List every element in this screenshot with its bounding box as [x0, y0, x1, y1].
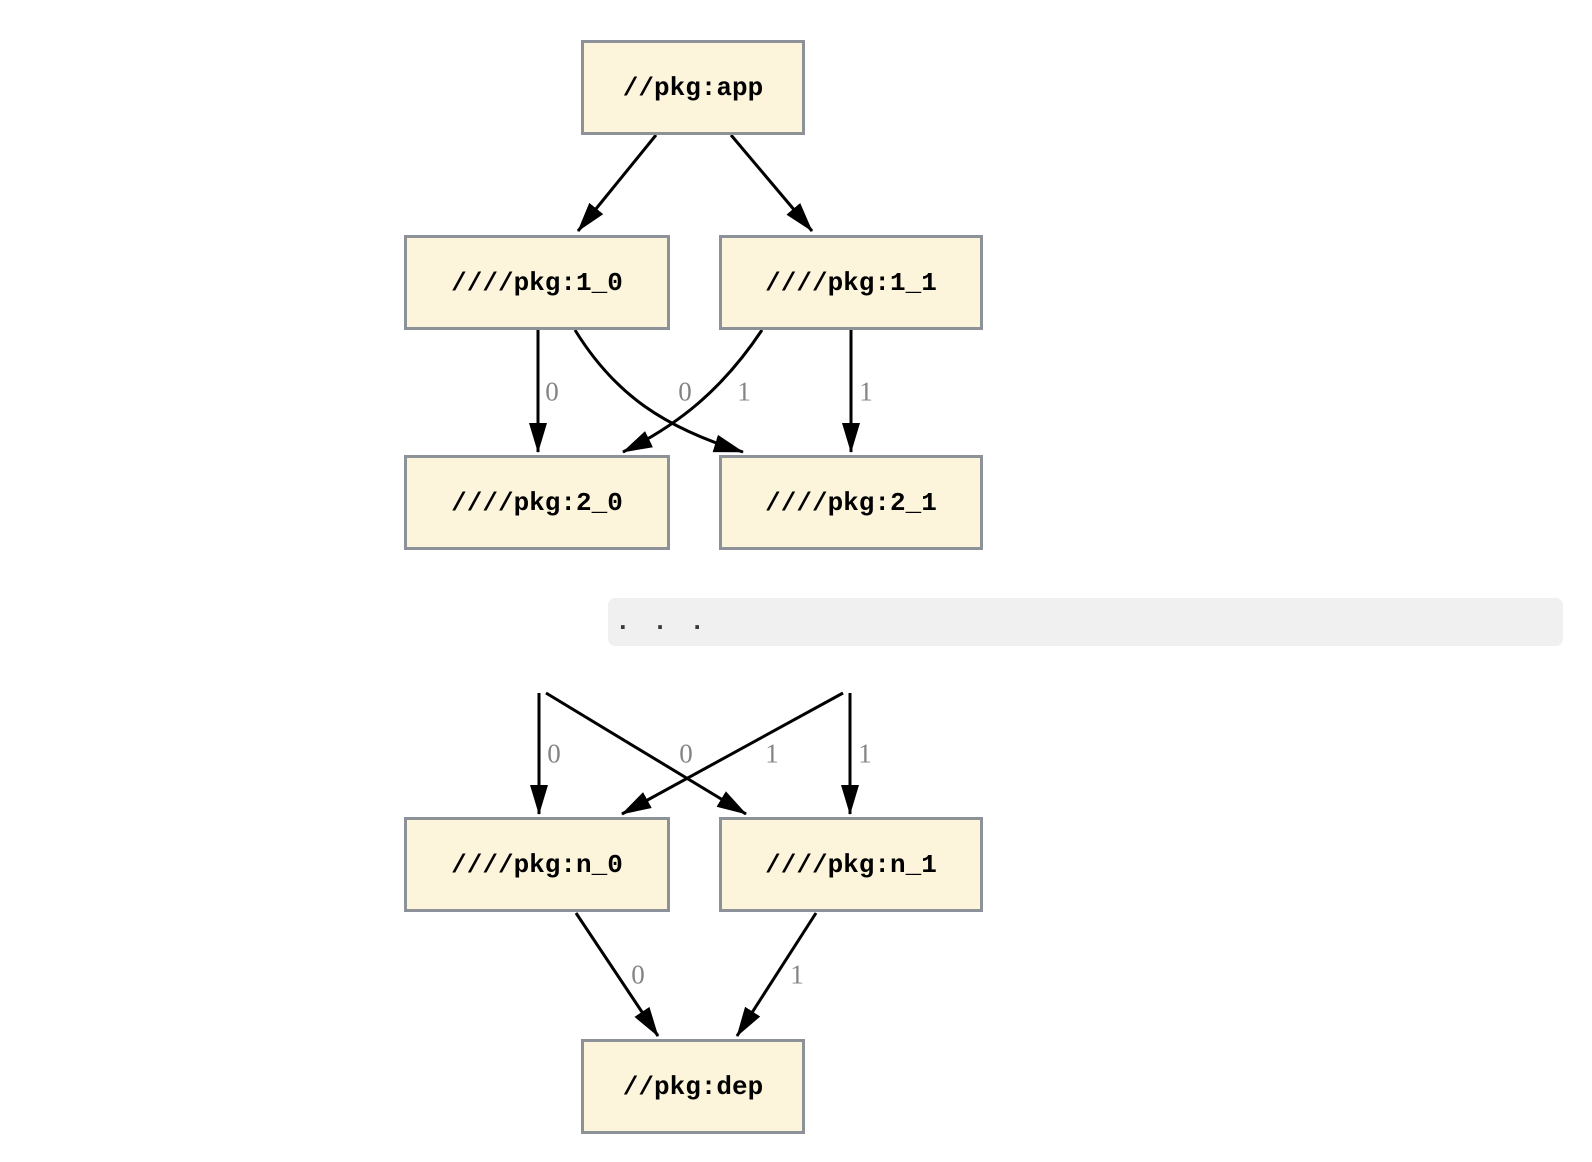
edge-label-1_1-2_1: 1	[859, 376, 873, 407]
edge-label-ellipsis-n_0-mid: 0	[679, 738, 693, 769]
edge-label-1_1-2_0: 0	[678, 376, 692, 407]
edge-label-1_0-2_1: 1	[737, 376, 751, 407]
edge-label-ellipsis-n_0-left: 0	[547, 738, 561, 769]
node-n_0: ////pkg:n_0	[404, 817, 670, 912]
edge-label-ellipsis-n_1-right: 1	[858, 738, 872, 769]
edge-1_1-to-2_0	[622, 329, 764, 454]
node-2_1-label: ////pkg:2_1	[765, 487, 937, 518]
node-dep: //pkg:dep	[581, 1039, 805, 1134]
node-dep-label: //pkg:dep	[622, 1071, 764, 1102]
edge-ellipsis-right-to-n_0	[621, 691, 844, 816]
node-app: //pkg:app	[581, 40, 805, 135]
ellipsis-dots: . . .	[615, 607, 709, 637]
edge-app-to-1_1	[729, 134, 814, 232]
node-app-label: //pkg:app	[622, 72, 764, 103]
edge-label-n_0-dep: 0	[631, 959, 645, 990]
node-2_1: ////pkg:2_1	[719, 455, 983, 550]
edge-label-ellipsis-n_1-mid: 1	[765, 738, 779, 769]
ellipsis-bar: . . .	[608, 598, 1563, 646]
edge-label-n_1-dep: 1	[790, 959, 804, 990]
edge-n_0-to-dep	[574, 912, 660, 1037]
node-1_0: ////pkg:1_0	[404, 235, 670, 330]
node-2_0-label: ////pkg:2_0	[451, 487, 623, 518]
node-n_0-label: ////pkg:n_0	[451, 849, 623, 880]
edge-app-to-1_0	[576, 134, 658, 232]
edge-label-1_0-2_0: 0	[545, 376, 559, 407]
node-1_1: ////pkg:1_1	[719, 235, 983, 330]
edge-n_1-to-dep	[735, 912, 818, 1037]
node-2_0: ////pkg:2_0	[404, 455, 670, 550]
edge-1_0-to-2_1	[573, 329, 744, 454]
edge-ellipsis-left-to-n_1	[545, 691, 747, 816]
node-n_1-label: ////pkg:n_1	[765, 849, 937, 880]
node-1_0-label: ////pkg:1_0	[451, 267, 623, 298]
node-n_1: ////pkg:n_1	[719, 817, 983, 912]
node-1_1-label: ////pkg:1_1	[765, 267, 937, 298]
